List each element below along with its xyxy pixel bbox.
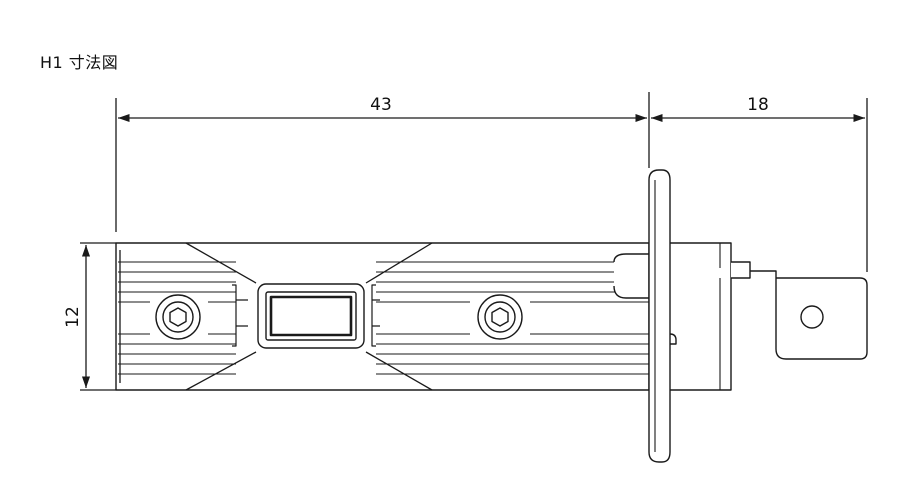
led-chip: [269, 295, 353, 337]
side-notches: [232, 284, 380, 347]
dimension-label-18: 18: [747, 95, 769, 115]
cooling-fins-right: [376, 261, 649, 375]
screw-right: [477, 294, 523, 340]
body-chamfers: [119, 242, 433, 391]
dimension-label-12: 12: [63, 306, 83, 328]
retaining-clip-upper: [613, 253, 650, 299]
screw-left: [155, 294, 201, 340]
bulb-body: [115, 169, 868, 463]
cooling-fins-left: [118, 261, 236, 375]
dimension-label-43: 43: [370, 95, 392, 115]
terminal-hole: [800, 305, 824, 329]
rear-collar: [731, 261, 751, 279]
diagram-title: H1 寸法図: [40, 53, 119, 72]
mounting-flange: [648, 169, 671, 463]
